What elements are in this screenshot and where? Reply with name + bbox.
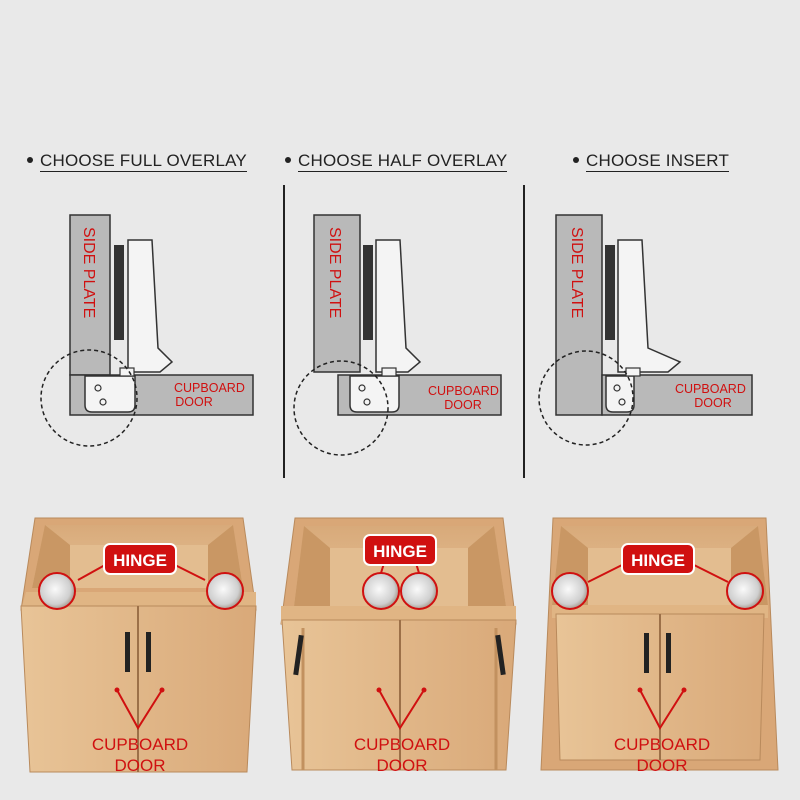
heading-half-overlay: CHOOSE HALF OVERLAY [285,151,508,172]
side-plate [313,214,361,373]
cupboard-label: CUPBOARD [354,735,450,754]
door-label: DOOR [444,398,482,412]
door-handle [666,633,671,673]
hinge-badge [363,534,437,566]
door-handle [125,632,130,672]
cabinet-half-overlay: HINGE CUPBOARD DOOR [280,517,517,775]
focus-circle [293,360,389,456]
hinge-arm [375,239,422,373]
hinge-cup [605,375,635,413]
hinge-highlight [551,572,589,610]
focus-circle [40,349,138,447]
hinge-plate [605,245,615,340]
heading-insert: CHOOSE INSERT [573,151,730,172]
hinge-highlight [726,572,764,610]
door-label: DOOR [694,396,732,410]
hinge-cup [349,375,400,413]
door-label: DOOR [637,756,688,775]
hinge-badge [103,543,177,575]
diagram-half-overlay: SIDE PLATE CUPBOARD DOOR [293,214,502,456]
hinge-badge [621,543,695,575]
hinge-highlight [400,572,438,610]
hinge-label: HINGE [373,542,427,561]
cupboard-label: CUPBOARD [675,382,746,396]
column-divider-1 [283,185,285,478]
side-plate [555,214,603,416]
door-handle [644,633,649,673]
hinge-arm [617,239,682,373]
cupboard-label: CUPBOARD [614,735,710,754]
hinge-highlight [362,572,400,610]
door-label: DOOR [115,756,166,775]
side-plate-label: SIDE PLATE [326,227,343,318]
cupboard-label: CUPBOARD [174,381,245,395]
hinge-label: HINGE [631,551,685,570]
cabinet-insert: HINGE CUPBOARD DOOR [540,517,779,775]
bullet-icon [27,156,33,163]
door-handle [146,632,151,672]
cupboard-label: CUPBOARD [92,735,188,754]
cupboard-label: CUPBOARD [428,384,499,398]
door-label: DOOR [175,395,213,409]
side-plate-label: SIDE PLATE [80,227,97,318]
hinge-highlight [38,572,76,610]
hinge-cup [84,375,136,413]
diagram-full-overlay: SIDE PLATE CUPBOARD DOOR [40,214,254,447]
heading-full-overlay: CHOOSE FULL OVERLAY [27,151,247,172]
bullet-icon [573,156,579,163]
door-label: DOOR [377,756,428,775]
door-handle [293,634,304,676]
hinge-plate [114,245,124,340]
focus-circle [538,350,634,446]
door-handle [495,634,506,676]
side-plate [69,214,111,376]
hinge-plate [363,245,373,340]
hinge-label: HINGE [113,551,167,570]
hinge-arm [127,239,174,373]
side-plate-label: SIDE PLATE [568,227,585,318]
diagram-insert: SIDE PLATE CUPBOARD DOOR [538,214,753,446]
column-divider-2 [523,185,525,478]
bullet-icon [285,156,291,163]
cabinet-full-overlay: HINGE CUPBOARD DOOR [20,517,257,775]
hinge-highlight [206,572,244,610]
